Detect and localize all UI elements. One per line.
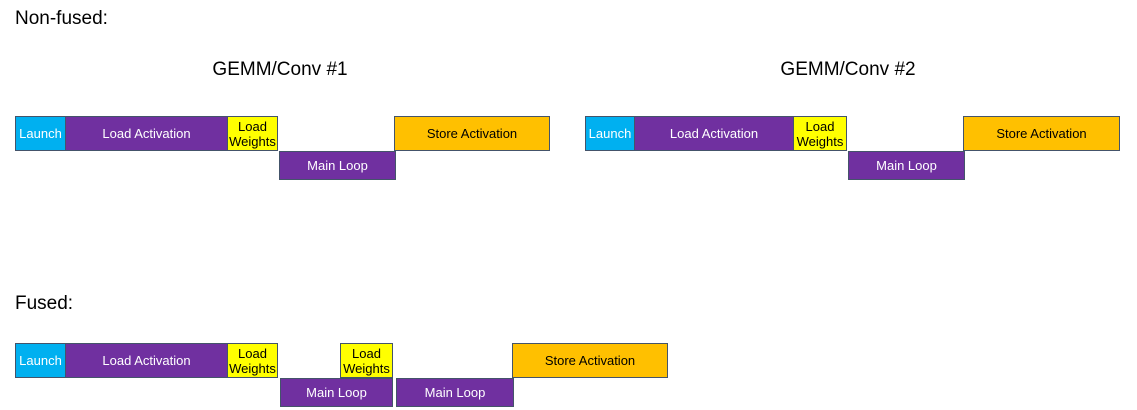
block-main-loop-2: Main Loop <box>848 151 965 180</box>
block-load-activation-1: Load Activation <box>65 116 228 151</box>
section-label-non-fused: Non-fused: <box>15 8 108 29</box>
block-load-activation-fused: Load Activation <box>65 343 228 378</box>
block-load-weights-1: Load Weights <box>227 116 278 151</box>
block-main-loop-1: Main Loop <box>279 151 396 180</box>
block-store-activation-2: Store Activation <box>963 116 1120 151</box>
group-title-gemm-conv-2: GEMM/Conv #2 <box>780 59 916 80</box>
block-main-loop-fused-1: Main Loop <box>280 378 393 407</box>
block-load-weights-fused-2: Load Weights <box>340 343 393 378</box>
block-load-weights-2: Load Weights <box>793 116 847 151</box>
group-title-gemm-conv-1: GEMM/Conv #1 <box>212 59 348 80</box>
block-store-activation-1: Store Activation <box>394 116 550 151</box>
block-store-activation-fused: Store Activation <box>512 343 668 378</box>
block-launch-fused: Launch <box>15 343 66 378</box>
section-label-fused: Fused: <box>15 293 74 314</box>
block-load-weights-fused-1: Load Weights <box>227 343 278 378</box>
block-main-loop-fused-2: Main Loop <box>396 378 514 407</box>
block-launch-1: Launch <box>15 116 66 151</box>
block-load-activation-2: Load Activation <box>634 116 794 151</box>
block-launch-2: Launch <box>585 116 635 151</box>
